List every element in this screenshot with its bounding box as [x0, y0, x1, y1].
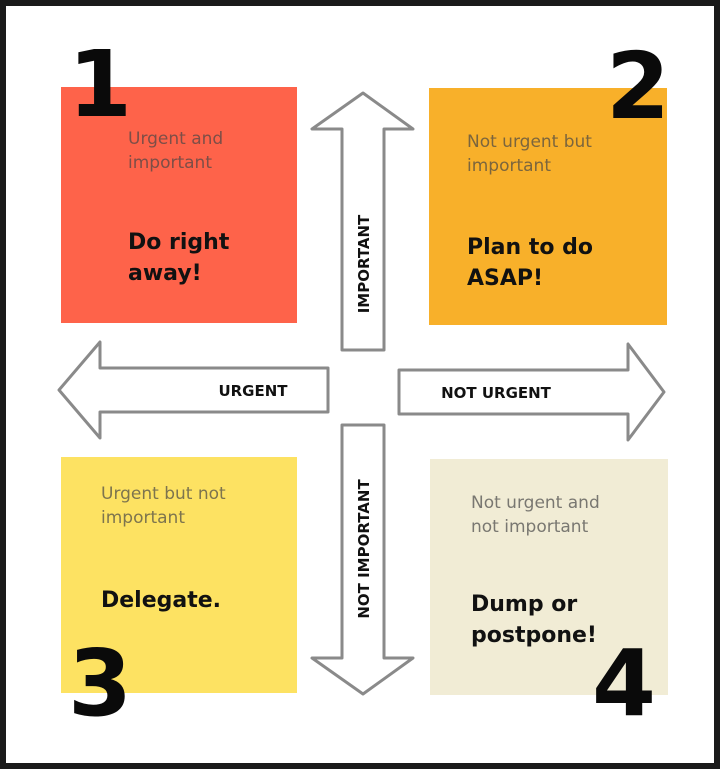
- quadrant-4-action: Dump or postpone!: [471, 592, 597, 648]
- quadrant-3-box: Urgent but not important Delegate.: [61, 457, 297, 693]
- quadrant-1-action: Do right away!: [128, 230, 230, 286]
- quadrant-1-box: Urgent and important Do right away!: [61, 87, 297, 323]
- not-important-arrow: [310, 423, 415, 696]
- quadrant-4-box: Not urgent and not important Dump or pos…: [430, 459, 668, 695]
- quadrant-3-action: Delegate.: [101, 588, 222, 613]
- not-urgent-label: NOT URGENT: [441, 384, 552, 402]
- important-arrow: [310, 91, 415, 352]
- quadrant-2-action: Plan to do ASAP!: [467, 235, 593, 291]
- quadrant-1-number: 1: [68, 31, 133, 138]
- urgent-arrow: [57, 340, 330, 440]
- quadrant-2-number: 2: [606, 33, 671, 140]
- urgent-label: URGENT: [218, 382, 288, 400]
- quadrant-2-box: Not urgent but important Plan to do ASAP…: [429, 88, 667, 325]
- quadrant-4-number: 4: [592, 630, 657, 737]
- quadrant-1-subtitle: Urgent and important: [128, 129, 224, 173]
- important-label: IMPORTANT: [355, 214, 373, 313]
- quadrant-3-subtitle: Urgent but not important: [101, 484, 226, 528]
- quadrant-3-number: 3: [68, 630, 133, 737]
- eisenhower-matrix: Urgent and important Do right away! Not …: [6, 6, 714, 763]
- not-urgent-arrow: [397, 342, 666, 442]
- axis-arrows: IMPORTANT NOT IMPORTANT URGENT NOT URGEN…: [57, 91, 666, 696]
- quadrant-2-subtitle: Not urgent but important: [467, 132, 592, 176]
- quadrant-4-subtitle: Not urgent and not important: [471, 493, 600, 537]
- not-important-label: NOT IMPORTANT: [355, 479, 373, 619]
